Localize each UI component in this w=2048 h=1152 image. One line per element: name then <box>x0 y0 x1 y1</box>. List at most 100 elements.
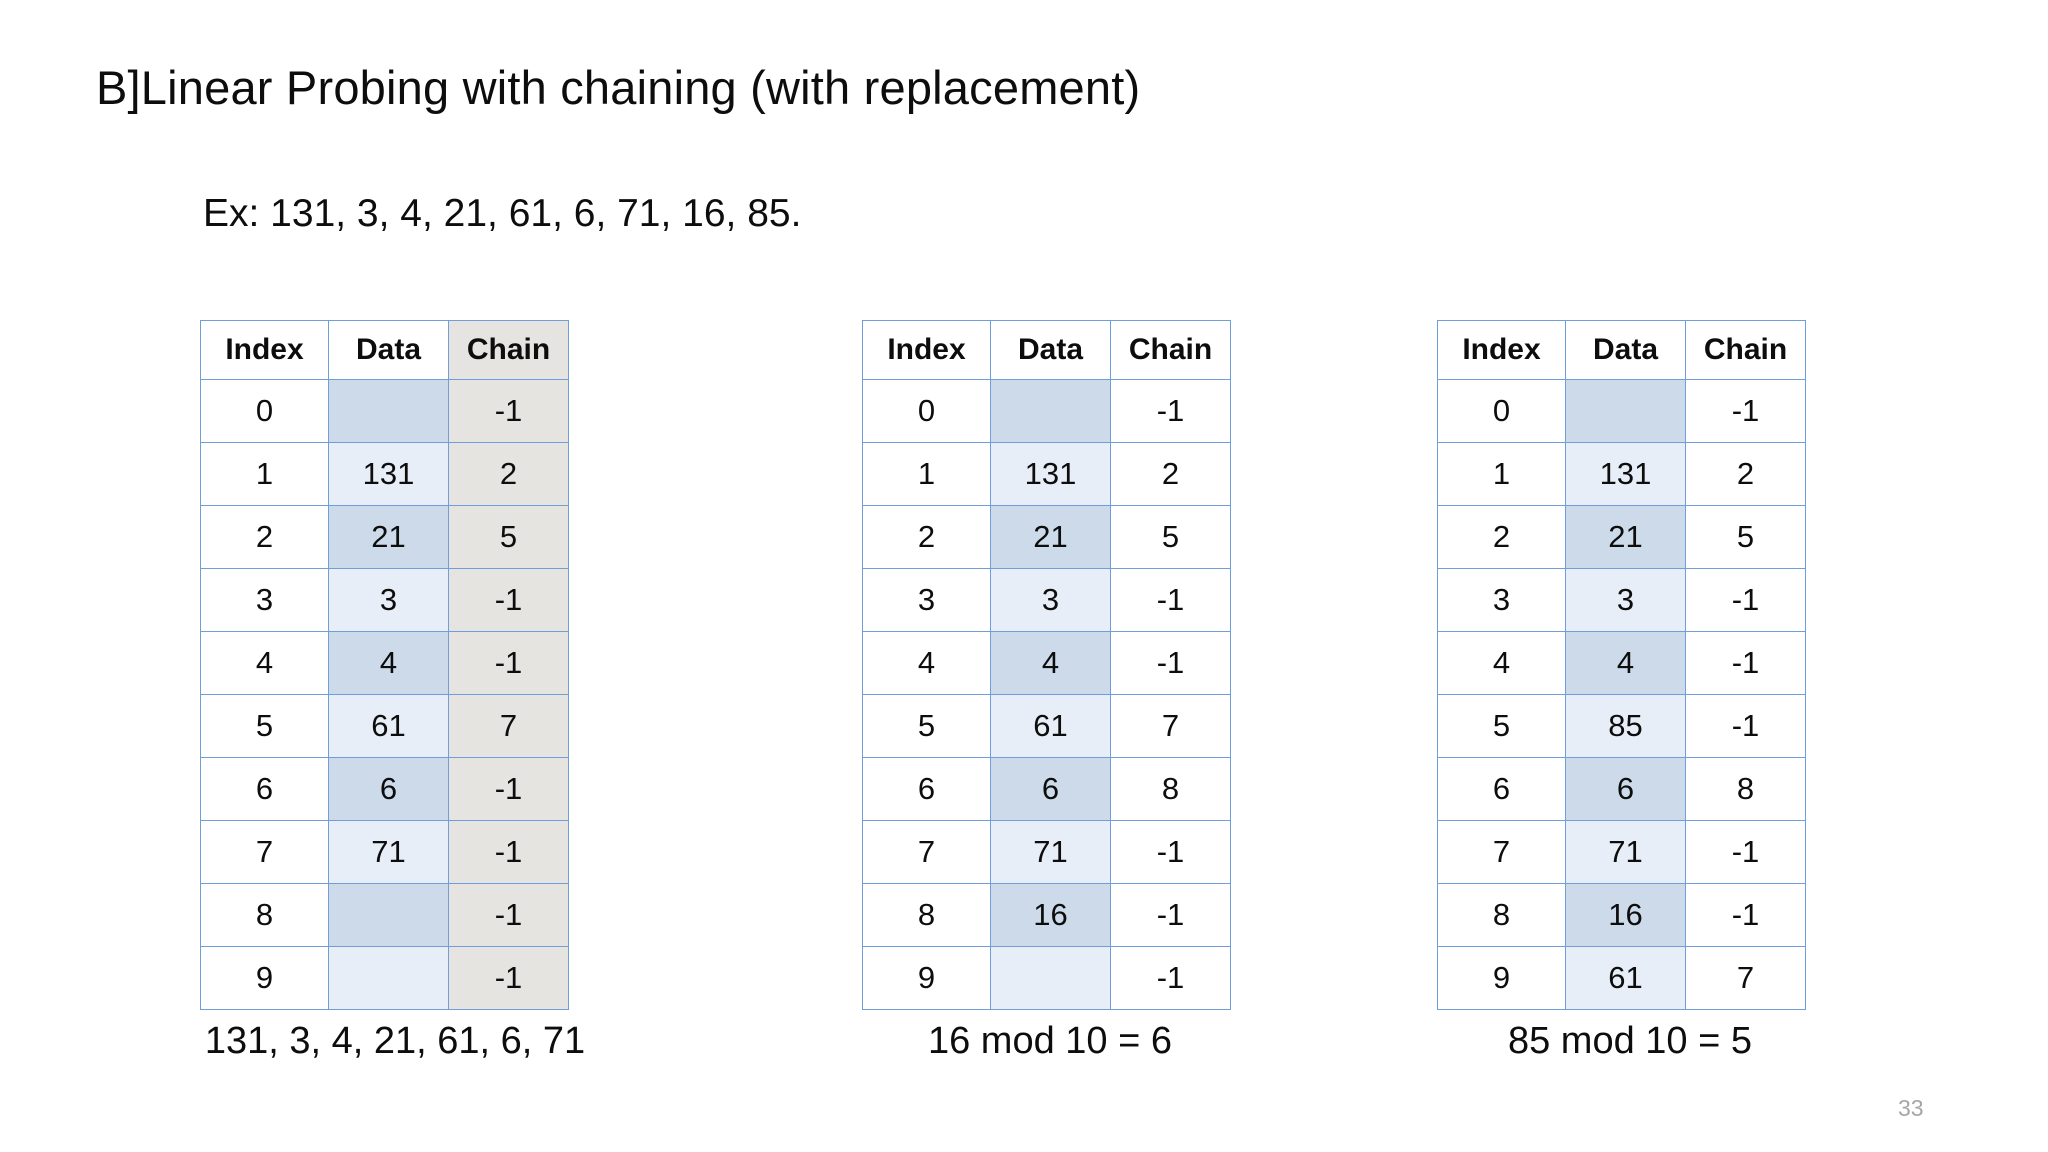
cell-data: 131 <box>1565 442 1686 506</box>
cell-chain: -1 <box>1685 631 1806 695</box>
cell-chain: 2 <box>448 442 569 506</box>
cell-data: 61 <box>328 694 449 758</box>
column-header-data: Data <box>1565 320 1686 380</box>
cell-data: 16 <box>990 883 1111 947</box>
table-row: 0 -1 <box>862 379 1231 443</box>
cell-index: 4 <box>200 631 329 695</box>
cell-chain: -1 <box>1685 820 1806 884</box>
page-title: B]Linear Probing with chaining (with rep… <box>96 61 1141 114</box>
cell-data: 6 <box>328 757 449 821</box>
example-sequence-text: Ex: 131, 3, 4, 21, 61, 6, 71, 16, 85. <box>203 192 802 235</box>
cell-index: 1 <box>1437 442 1566 506</box>
cell-index: 8 <box>200 883 329 947</box>
table-caption-1: 16 mod 10 = 6 <box>927 1020 1172 1062</box>
page-number: 33 <box>1898 1095 1924 1121</box>
cell-chain: 8 <box>1110 757 1231 821</box>
cell-index: 2 <box>1437 505 1566 569</box>
cell-chain: -1 <box>1110 820 1231 884</box>
cell-index: 3 <box>200 568 329 632</box>
cell-chain: 7 <box>1685 946 1806 1010</box>
cell-data: 71 <box>1565 820 1686 884</box>
cell-chain: -1 <box>1110 631 1231 695</box>
cell-chain: -1 <box>448 757 569 821</box>
cell-index: 7 <box>200 820 329 884</box>
cell-index: 1 <box>200 442 329 506</box>
table-caption-0: 131, 3, 4, 21, 61, 6, 71 <box>204 1020 586 1062</box>
cell-data: 21 <box>1565 505 1686 569</box>
cell-index: 6 <box>1437 757 1566 821</box>
cell-index: 6 <box>200 757 329 821</box>
cell-data: 3 <box>1565 568 1686 632</box>
cell-index: 4 <box>862 631 991 695</box>
cell-chain: 8 <box>1685 757 1806 821</box>
cell-data <box>990 946 1111 1010</box>
table-caption-2: 85 mod 10 = 5 <box>1507 1020 1752 1062</box>
column-header-chain: Chain <box>448 320 569 380</box>
cell-data <box>328 379 449 443</box>
cell-data: 61 <box>990 694 1111 758</box>
cell-index: 2 <box>200 505 329 569</box>
cell-index: 9 <box>862 946 991 1010</box>
cell-chain: 7 <box>448 694 569 758</box>
cell-data <box>328 883 449 947</box>
column-header-index: Index <box>200 320 329 380</box>
cell-index: 5 <box>862 694 991 758</box>
cell-data: 71 <box>990 820 1111 884</box>
cell-chain: -1 <box>448 820 569 884</box>
cell-index: 0 <box>200 379 329 443</box>
cell-chain: 5 <box>1685 505 1806 569</box>
column-header-chain: Chain <box>1110 320 1231 380</box>
cell-index: 3 <box>862 568 991 632</box>
cell-data: 85 <box>1565 694 1686 758</box>
cell-index: 9 <box>1437 946 1566 1010</box>
cell-index: 8 <box>862 883 991 947</box>
cell-data: 131 <box>990 442 1111 506</box>
cell-index: 5 <box>1437 694 1566 758</box>
cell-chain: -1 <box>1110 379 1231 443</box>
cell-chain: 2 <box>1685 442 1806 506</box>
cell-chain: 5 <box>1110 505 1231 569</box>
cell-data: 3 <box>990 568 1111 632</box>
cell-data <box>1565 379 1686 443</box>
cell-chain: -1 <box>448 379 569 443</box>
cell-index: 7 <box>862 820 991 884</box>
column-header-chain: Chain <box>1685 320 1806 380</box>
cell-chain: -1 <box>1685 694 1806 758</box>
cell-data <box>328 946 449 1010</box>
table-row: 9 -1 <box>862 946 1231 1010</box>
cell-index: 9 <box>200 946 329 1010</box>
cell-chain: -1 <box>1110 946 1231 1010</box>
cell-chain: -1 <box>448 631 569 695</box>
table-row: 9-1 <box>200 946 569 1010</box>
cell-data: 21 <box>990 505 1111 569</box>
cell-data: 16 <box>1565 883 1686 947</box>
column-header-index: Index <box>1437 320 1566 380</box>
cell-data: 6 <box>990 757 1111 821</box>
cell-index: 0 <box>862 379 991 443</box>
